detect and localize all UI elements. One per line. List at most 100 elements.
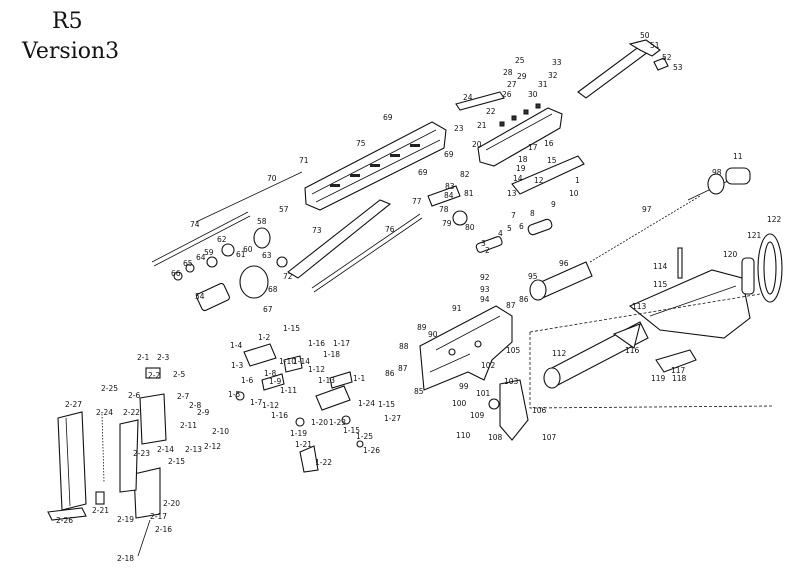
part-label: 64 [196, 253, 206, 262]
part-label: 99 [459, 382, 469, 391]
part-label: 107 [542, 433, 557, 442]
part-label: 2-22 [123, 408, 140, 417]
part-label: 91 [452, 304, 462, 313]
lower-receiver-drawing [419, 305, 529, 441]
part-label: 98 [712, 168, 722, 177]
part-label: 95 [528, 272, 538, 281]
part-label: 100 [452, 399, 467, 408]
part-label: 89 [417, 323, 427, 332]
part-label: 58 [257, 217, 267, 226]
part-label: 76 [385, 225, 395, 234]
upper-receiver-drawing [455, 91, 563, 167]
part-label: 1-1 [353, 374, 365, 383]
part-label: 1-14 [293, 357, 310, 366]
part-label: 1 [575, 176, 580, 185]
part-label: 92 [480, 273, 490, 282]
part-label: 9 [551, 200, 556, 209]
part-label: 103 [504, 377, 519, 386]
part-label: 113 [632, 302, 647, 311]
part-label: 1-4 [230, 341, 242, 350]
part-label: 60 [243, 245, 253, 254]
part-label: 2-3 [157, 353, 169, 362]
part-label: 2-9 [197, 408, 209, 417]
part-label: 1-16 [271, 411, 288, 420]
part-label: 32 [548, 71, 558, 80]
part-label: 112 [552, 349, 567, 358]
part-label: 6 [519, 222, 524, 231]
part-label: 2-6 [128, 391, 140, 400]
part-label: 54 [195, 292, 205, 301]
part-label: 2-12 [204, 442, 221, 451]
part-label: 20 [472, 140, 482, 149]
part-label: 21 [477, 121, 487, 130]
part-label: 88 [399, 342, 409, 351]
part-label: 15 [547, 156, 557, 165]
part-label: 62 [217, 235, 227, 244]
part-label: 1-16 [308, 339, 325, 348]
part-label: 26 [502, 90, 512, 99]
part-label: 1-20 [311, 418, 328, 427]
part-label: 1-6 [241, 376, 253, 385]
part-label: 108 [488, 433, 503, 442]
part-label: 1-10 [279, 357, 296, 366]
part-label: 2-20 [163, 499, 180, 508]
barrel-drawing [151, 171, 423, 293]
part-label: 1-23 [329, 418, 346, 427]
part-label: 73 [312, 226, 322, 235]
part-label: 114 [653, 262, 668, 271]
part-label: 2-8 [189, 401, 201, 410]
charging-handle-drawing [577, 39, 669, 99]
part-label: 82 [460, 170, 470, 179]
handguard-drawing [304, 121, 447, 211]
part-label: 10 [569, 189, 579, 198]
part-label: 2-13 [185, 445, 202, 454]
part-label: 102 [481, 361, 496, 370]
part-label: 2-27 [65, 400, 82, 409]
part-label: 86 [519, 295, 529, 304]
part-label: 77 [412, 197, 422, 206]
part-label: 1-26 [363, 446, 380, 455]
part-label: 79 [442, 219, 452, 228]
part-label: 78 [439, 205, 449, 214]
part-label: 1-12 [308, 365, 325, 374]
part-label: 52 [662, 53, 672, 62]
part-label: 101 [476, 389, 491, 398]
part-label: 93 [480, 285, 490, 294]
muzzle-parts-drawing [173, 227, 288, 312]
part-label: 13 [507, 189, 517, 198]
part-label: 115 [653, 280, 668, 289]
part-label: 70 [267, 174, 277, 183]
part-label: 50 [640, 31, 650, 40]
part-label: 2-1 [137, 353, 149, 362]
part-label: 1-2 [258, 333, 270, 342]
part-label: 53 [673, 63, 683, 72]
part-label: 24 [463, 93, 473, 102]
part-label: 67 [263, 305, 273, 314]
part-label: 31 [538, 80, 548, 89]
part-label: 1-3 [231, 361, 243, 370]
part-label: 1-15 [378, 400, 395, 409]
part-label: 25 [515, 56, 525, 65]
part-label: 2-16 [155, 525, 172, 534]
part-label: 83 [445, 182, 455, 191]
part-label: 5 [507, 224, 512, 233]
part-label: 2 [485, 246, 490, 255]
part-label: 33 [552, 58, 562, 67]
part-label: 1-9 [269, 377, 281, 386]
part-label: 96 [559, 259, 569, 268]
part-label: 1-27 [384, 414, 401, 423]
part-label: 87 [398, 364, 408, 373]
part-label: 8 [530, 209, 535, 218]
part-label: 57 [279, 205, 289, 214]
part-label: 29 [517, 72, 527, 81]
part-label: 1-7 [250, 398, 262, 407]
part-label: 87 [506, 301, 516, 310]
part-label: 94 [480, 295, 490, 304]
part-label: 2-21 [92, 506, 109, 515]
part-label: 69 [383, 113, 393, 122]
part-label: 59 [204, 248, 214, 257]
part-label: 1-15 [343, 426, 360, 435]
diagram-title: R5 [52, 9, 83, 34]
part-label: 23 [454, 124, 464, 133]
